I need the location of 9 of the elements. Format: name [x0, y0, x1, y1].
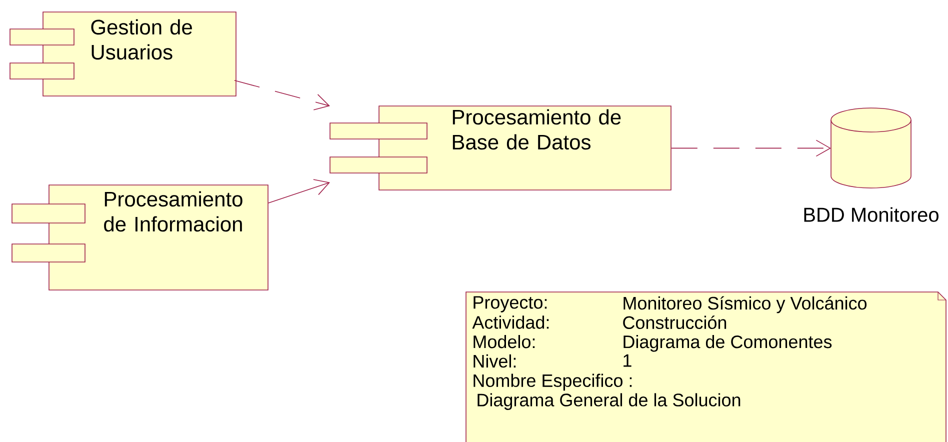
database-cylinder: BDD Monitoreo	[804, 108, 938, 222]
arrow	[671, 140, 831, 157]
component-box: Procesamiento de Base de Datos	[330, 106, 672, 190]
note-box: Proyecto: Monitoreo Sísmico y Volcánico Actividad: Construcción Modelo: Diagrama de Comonentes Nivel: 1 Nombre Especifico : Diagrama General de la Solucion	[466, 292, 946, 442]
node-label: BDD Monitoreo	[804, 207, 938, 222]
arrow	[268, 179, 330, 204]
component-box: Gestion de Usuarios	[10, 12, 236, 96]
arrow	[234, 80, 330, 110]
component-box: Procesamiento de Informacion	[12, 184, 268, 290]
